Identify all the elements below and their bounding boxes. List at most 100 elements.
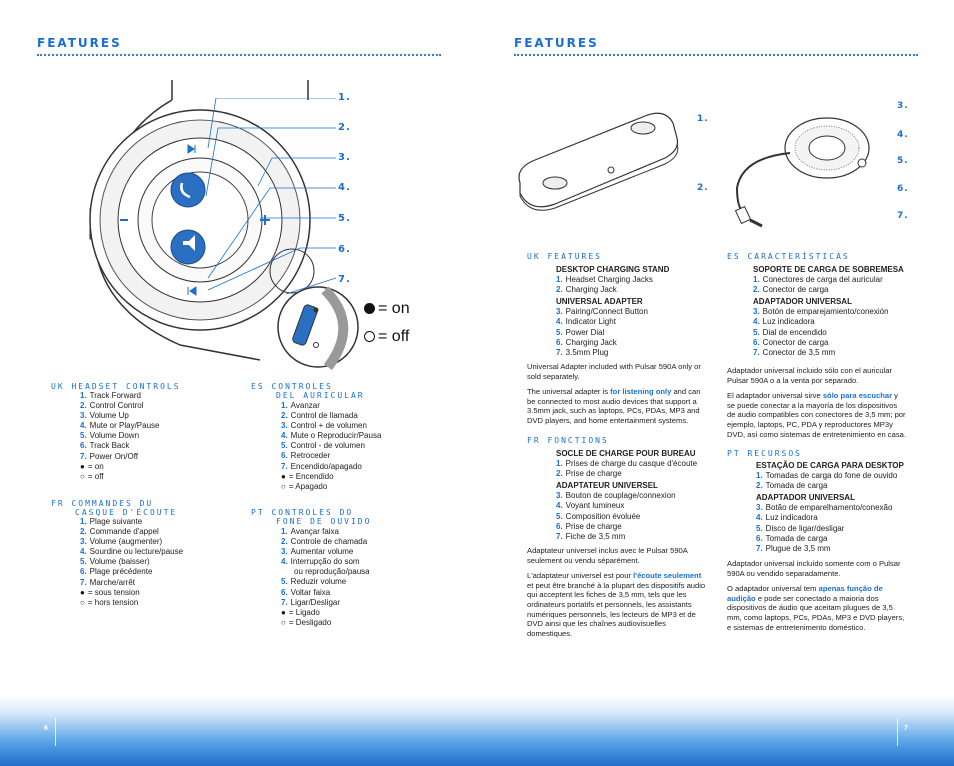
- pt-body-text: Adaptador universal incluído somente com…: [727, 559, 905, 632]
- fr-body-text: Adaptateur universel inclus avec le Puls…: [527, 546, 706, 638]
- item-number: 5.: [281, 577, 288, 587]
- item-number: ●: [281, 607, 286, 617]
- item-label: Reduzir volume: [290, 577, 347, 587]
- item-label: 3.5mm Plug: [565, 347, 609, 357]
- uk-heading: UK HEADSET CONTROLS: [51, 382, 181, 391]
- list-item: 1.Tomadas de carga do fone de ouvido: [756, 471, 904, 481]
- item-number: 4.: [556, 317, 563, 327]
- item-number: ○: [281, 617, 286, 627]
- list-item: ○= Apagado: [281, 482, 381, 492]
- charging-stand-illustration: [518, 112, 679, 211]
- item-number: 4.: [80, 421, 87, 431]
- fr-features-heading: FR FONCTIONS: [527, 436, 609, 445]
- list-item: 5.Control - de volumen: [281, 441, 381, 451]
- item-label: Prise de charge: [565, 521, 622, 531]
- es-heading-2: DEL AURICULAR: [276, 391, 365, 400]
- list-item: 2.Prise de charge: [556, 469, 697, 479]
- item-label: Conectores de carga del auricular: [762, 275, 883, 285]
- item-label: Track Forward: [89, 391, 141, 400]
- item-label: Disco de ligar/desligar: [765, 523, 845, 533]
- item-number: 7.: [756, 543, 763, 553]
- item-number: 1.: [756, 471, 763, 481]
- item-label: Conector de carga: [762, 337, 829, 347]
- list-item: ●= sous tension: [80, 588, 183, 598]
- fr-features-list: SOCLE DE CHARGE POUR BUREAU 1.Prises de …: [556, 449, 698, 541]
- dotted-divider: [37, 54, 441, 56]
- list-item: ○= off: [80, 472, 159, 482]
- item-number: ●: [80, 461, 85, 471]
- item-label: Prises de charge du casque d'écoute: [565, 459, 698, 469]
- item-number: 7.: [281, 461, 288, 471]
- list-item: 2.Commande d'appel: [80, 527, 183, 537]
- item-number: 7.: [80, 577, 87, 587]
- item-label: Conector de 3,5 mm: [762, 347, 836, 357]
- list-item: 6.Charging Jack: [556, 338, 669, 348]
- list-item: 3.Botón de emparejamiento/conexión: [753, 307, 904, 317]
- item-number: ○: [80, 597, 85, 607]
- item-label: = Desligado: [288, 617, 332, 627]
- item-label: Charging Jack: [565, 285, 617, 295]
- item-label: Interrupção do som: [290, 557, 360, 567]
- callout-2: 2.: [338, 122, 351, 133]
- list-item: ●= Encendido: [281, 472, 381, 482]
- item-label: Luz indicadora: [762, 317, 815, 327]
- page-number-right: 7: [904, 725, 908, 732]
- list-item: 1.Headset Charging Jacks: [556, 275, 669, 285]
- item-number: ●: [281, 471, 286, 481]
- list-item: 2.Tomada de carga: [756, 481, 904, 491]
- legend-on: = on: [364, 300, 410, 318]
- list-item: 4.Luz indicadora: [756, 513, 904, 523]
- item-number: 2.: [80, 401, 87, 411]
- callout-2: 2.: [697, 183, 709, 193]
- item-label: Composition évoluée: [565, 511, 641, 521]
- list-item: 3.Volume Up: [80, 411, 159, 421]
- item-label: Dial de encendido: [762, 327, 827, 337]
- item-label: Control + de volumen: [290, 421, 367, 431]
- item-number: 6.: [281, 587, 288, 597]
- item-number: ○: [281, 481, 286, 491]
- item-label: Plage précédente: [89, 567, 153, 577]
- list-item: 1.Avanzar: [281, 401, 381, 411]
- pt-heading-2: FONE DE OUVIDO: [276, 517, 372, 526]
- item-number: 6.: [556, 337, 563, 347]
- item-label: Avanzar: [290, 401, 320, 410]
- item-number: 2.: [756, 481, 763, 491]
- es-body-text: Adaptador universal incluido sólo con el…: [727, 366, 906, 439]
- item-label: Plugue de 3,5 mm: [765, 543, 831, 553]
- callout-7: 7.: [338, 274, 351, 285]
- item-number: 5.: [281, 441, 288, 451]
- list-item: 5.Composition évoluée: [556, 512, 697, 522]
- callout-4: 4.: [897, 130, 909, 140]
- item-label: Mute o Reproducir/Pausa: [290, 431, 382, 441]
- es-features-heading: ES CARACTERÍSTICAS: [727, 252, 850, 261]
- list-item: 7.Plugue de 3,5 mm: [756, 544, 904, 554]
- list-item: 4.Mute o Reproducir/Pausa: [281, 431, 381, 441]
- item-number: 5.: [756, 523, 763, 533]
- leader-lines: [205, 98, 337, 295]
- item-label: Indicator Light: [565, 317, 616, 327]
- item-label: = Apagado: [288, 481, 328, 491]
- item-label: Control Control: [89, 401, 144, 411]
- callout-5: 5.: [897, 156, 909, 166]
- footer-divider: [55, 718, 56, 746]
- page-number-left: 6: [44, 725, 48, 732]
- item-label: Control - de volumen: [290, 441, 365, 451]
- list-item: 6.Voltar faixa: [281, 588, 370, 598]
- item-label: Avançar faixa: [290, 527, 339, 536]
- pt-features-heading: PT RECURSOS: [727, 449, 802, 458]
- item-label: Mute or Play/Pause: [89, 421, 160, 431]
- right-page: FEATURES 1. 2. 3. 4. 5. 6. 7. UK FEATURE…: [477, 0, 954, 766]
- item-number: 2.: [281, 537, 288, 547]
- item-label: Track Back: [89, 441, 130, 451]
- item-label: Tomadas de carga do fone de ouvido: [765, 471, 898, 481]
- callout-7: 7.: [897, 211, 909, 221]
- item-number: 3.: [80, 537, 87, 547]
- list-item: 5.Disco de ligar/desligar: [756, 524, 904, 534]
- list-item: 6.Track Back: [80, 441, 159, 451]
- item-number: 1.: [281, 527, 288, 536]
- list-item: 1.Avançar faixa: [281, 527, 370, 537]
- item-label: Volume (augmenter): [89, 537, 163, 547]
- fr-heading-2: CASQUE D'ÉCOUTE: [75, 508, 178, 517]
